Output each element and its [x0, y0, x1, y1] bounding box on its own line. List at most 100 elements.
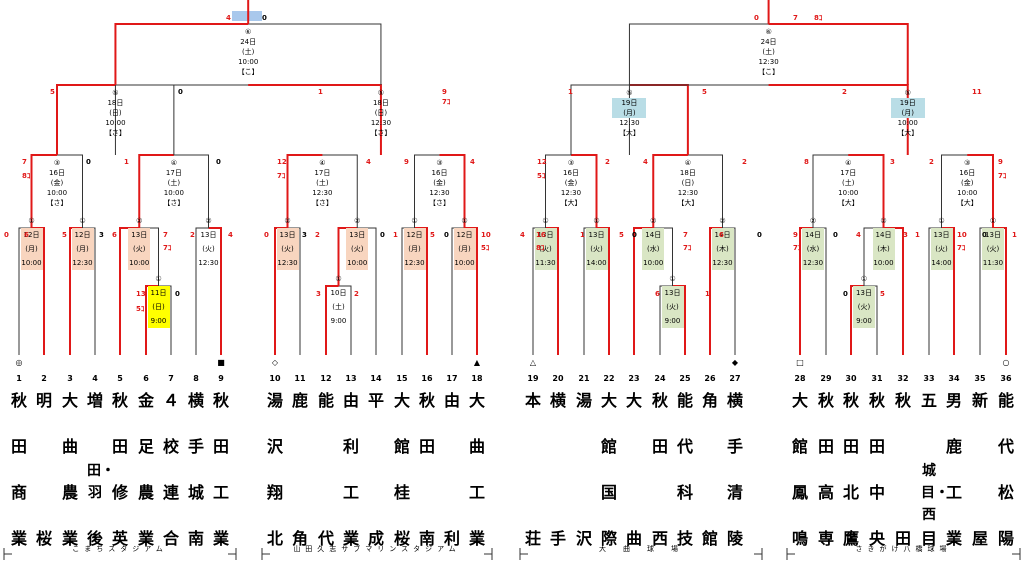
score: 4 — [856, 231, 861, 239]
match-round: ① — [155, 275, 162, 283]
team-name-char: 能 — [676, 391, 693, 410]
match-time: 12:30 — [560, 189, 582, 197]
team-number: 35 — [974, 374, 986, 383]
match-date: 12日 — [406, 231, 423, 239]
match-schedule-box: 14日(木)12:30 — [711, 228, 734, 270]
team-name-char: 秋 — [894, 391, 911, 410]
match-time: 12:30 — [72, 259, 93, 267]
score: 0 — [4, 231, 9, 239]
match-r3b-win — [439, 154, 466, 228]
match-dow: (日) — [681, 179, 695, 187]
match-date: 14日 — [714, 231, 731, 239]
score: 1 — [318, 88, 323, 96]
match-r5b-win — [768, 84, 909, 155]
score: 7 — [22, 158, 27, 166]
team-name-char: 央 — [868, 529, 885, 548]
score: 6 — [655, 290, 660, 298]
match-date: 18日 — [372, 99, 389, 107]
team-name-char: 曲 — [468, 437, 485, 456]
team-name-char: 新 — [971, 391, 988, 410]
score: 4 — [226, 14, 231, 22]
match-schedule-box: 11日(日)9:00 — [147, 286, 170, 328]
score: 0 — [843, 290, 848, 298]
team-number: 17 — [446, 374, 458, 383]
match-dow: (金) — [564, 179, 578, 187]
team-number: 18 — [471, 374, 483, 383]
team-name-char: 荘 — [524, 529, 541, 548]
match-venue: 【大】 — [897, 129, 919, 137]
match-time: 12:30 — [370, 119, 392, 127]
team-name-char: 鹿 — [945, 437, 962, 456]
team-name-char: 本 — [524, 391, 541, 410]
score: 3 — [316, 290, 321, 298]
match-r5b-win — [248, 84, 382, 155]
score: 1 — [705, 290, 710, 298]
score: 5ｺ — [136, 305, 145, 313]
match-date: 13日 — [856, 289, 872, 297]
team-name-char: 田 — [651, 437, 668, 456]
team-number: 33 — [923, 374, 935, 383]
team-number: 19 — [527, 374, 539, 383]
match-date: 17日 — [165, 169, 182, 177]
team-name-char: 明 — [35, 391, 52, 410]
team-number: 1 — [16, 374, 22, 383]
score: 0 — [380, 231, 385, 239]
match-date: 13日 — [933, 231, 950, 239]
match-venue: 【さ】 — [370, 129, 392, 137]
match-schedule-box: 12日(月)10:00 — [20, 228, 43, 270]
match-r4b-win — [848, 154, 885, 228]
match-time: 12:30 — [197, 256, 220, 270]
score: 7ｺ — [442, 98, 451, 106]
team-name-char: 手 — [549, 529, 566, 548]
match-time: 12:30 — [712, 259, 733, 267]
team-name-char: 代 — [317, 529, 334, 548]
match-round: ① — [593, 217, 600, 225]
team-name-char: 連 — [162, 483, 179, 502]
team-name-char: 南 — [187, 529, 204, 548]
team-name-char: 増 — [86, 391, 103, 410]
match-dow: (日) — [109, 109, 122, 117]
match-round: ③ — [436, 159, 443, 167]
team-name-char: 後 — [86, 529, 103, 548]
match-time: 12:30 — [404, 259, 425, 267]
team-name-char: 湯 — [266, 391, 283, 410]
team-number: 10 — [269, 374, 281, 383]
match-date: 18日 — [107, 99, 124, 107]
score: 3 — [890, 158, 895, 166]
match-schedule-box: 13日(火)14:00 — [930, 228, 953, 270]
score: 0 — [833, 231, 838, 239]
team-number: 4 — [92, 374, 98, 383]
match-round: ① — [79, 217, 86, 225]
team-name-char: 田 — [842, 437, 859, 456]
match-g4-win — [208, 227, 222, 355]
team-seed-symbol: △ — [529, 358, 537, 367]
match-final-win — [114, 23, 249, 85]
match-date: 17日 — [314, 169, 331, 177]
team-name-char: 秋 — [817, 391, 834, 410]
venue-label: こまちスタジアム — [72, 545, 168, 553]
team-number: 7 — [168, 374, 174, 383]
match-r4b-win — [286, 154, 323, 228]
team-name-char: 業 — [137, 529, 154, 548]
match-round: ⑥ — [245, 28, 252, 36]
team-name-char: 北 — [842, 483, 859, 502]
score: 5 — [880, 290, 885, 298]
score: 0 — [754, 14, 759, 22]
score: 2 — [742, 158, 747, 166]
match-dow: (金) — [50, 179, 64, 187]
match-r4a-win — [138, 154, 174, 228]
match-g8-win — [325, 285, 339, 355]
team-number: 34 — [948, 374, 960, 383]
match-time: 9:00 — [664, 317, 681, 325]
team-name-char: 成 — [367, 529, 384, 548]
match-date: 13日 — [664, 289, 681, 297]
match-date: 13日 — [279, 231, 296, 239]
match-date: 18日 — [679, 169, 696, 177]
match-round: ① — [411, 217, 418, 225]
score: 0 — [444, 231, 449, 239]
team-name-char: 能 — [997, 391, 1014, 410]
